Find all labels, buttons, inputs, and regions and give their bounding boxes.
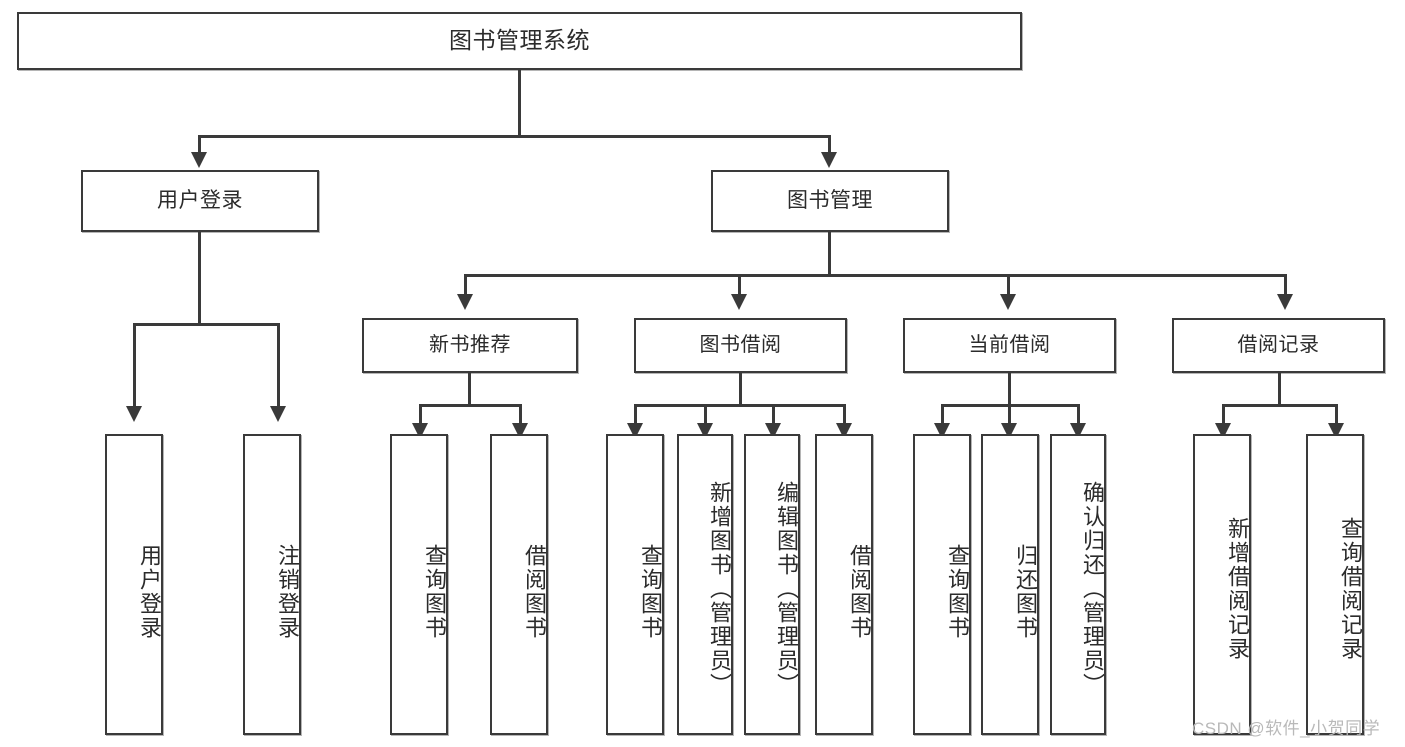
connector-to-new-book-rec: [464, 274, 467, 296]
node-label: 注销登录: [275, 543, 300, 640]
node-user-login[interactable]: 用户登录: [81, 170, 319, 232]
node-label: 新书推荐: [429, 334, 511, 357]
leaf-confirm-return[interactable]: 确认归还（管理员）: [1050, 434, 1106, 735]
node-label: 借阅图书: [847, 543, 872, 640]
node-label: 查询图书: [945, 543, 970, 640]
node-label: 当前借阅: [968, 334, 1051, 357]
node-label: 新增借阅记录: [1225, 516, 1250, 661]
connector-to-leaf-edit-book: [772, 404, 775, 426]
connector-root-bus: [198, 135, 831, 138]
connector-to-book-borrow: [738, 274, 741, 296]
connector-current-borrow-stem: [1008, 373, 1011, 406]
node-label: 查询图书: [638, 543, 663, 640]
connector-borrow-record-bus: [1222, 404, 1338, 407]
node-borrow-record[interactable]: 借阅记录: [1172, 318, 1385, 373]
connector-to-leaf-query-book-1: [419, 404, 422, 426]
node-label: 编辑图书（管理员）: [774, 480, 799, 697]
leaf-borrow-book-2[interactable]: 借阅图书: [815, 434, 873, 735]
csdn-watermark: CSDN @软件_小贺同学: [1192, 719, 1381, 738]
leaf-query-book-1[interactable]: 查询图书: [390, 434, 448, 735]
connector-to-leaf-add-record: [1222, 404, 1225, 426]
node-label: 用户登录: [157, 189, 243, 213]
node-label: 图书管理系统: [449, 27, 590, 54]
leaf-add-book[interactable]: 新增图书（管理员）: [677, 434, 733, 735]
arrow-to-current-borrow: [1000, 294, 1016, 310]
arrow-to-leaf-user-login: [126, 406, 142, 422]
connector-to-leaf-return-book: [1008, 404, 1011, 426]
leaf-logout[interactable]: 注销登录: [243, 434, 301, 735]
node-label: 借阅记录: [1237, 334, 1320, 357]
connector-to-borrow-record: [1284, 274, 1287, 296]
connector-root-to-book-manage: [828, 135, 831, 154]
connector-to-leaf-query-record: [1335, 404, 1338, 426]
connector-borrow-record-stem: [1278, 373, 1281, 406]
leaf-borrow-book-1[interactable]: 借阅图书: [490, 434, 548, 735]
connector-book-manage-stem: [828, 232, 831, 276]
connector-to-leaf-borrow-book-2: [843, 404, 846, 426]
arrow-to-book-manage: [821, 152, 837, 168]
node-label: 图书借阅: [699, 334, 782, 357]
node-label: 用户登录: [137, 543, 162, 640]
connector-to-leaf-query-book-2: [634, 404, 637, 426]
leaf-edit-book[interactable]: 编辑图书（管理员）: [744, 434, 800, 735]
leaf-query-record[interactable]: 查询借阅记录: [1306, 434, 1364, 735]
node-current-borrow[interactable]: 当前借阅: [903, 318, 1116, 373]
connector-new-book-rec-stem: [468, 373, 471, 406]
leaf-user-login[interactable]: 用户登录: [105, 434, 163, 735]
node-label: 归还图书: [1013, 543, 1038, 640]
node-label: 新增图书（管理员）: [707, 480, 732, 697]
connector-to-leaf-user-login: [133, 323, 136, 408]
connector-user-login-stem: [198, 232, 201, 325]
connector-to-current-borrow: [1007, 274, 1010, 296]
node-book-management[interactable]: 图书管理: [711, 170, 949, 232]
connector-user-login-bus: [133, 323, 280, 326]
leaf-add-record[interactable]: 新增借阅记录: [1193, 434, 1251, 735]
connector-book-borrow-stem: [739, 373, 742, 406]
leaf-query-book-2[interactable]: 查询图书: [606, 434, 664, 735]
connector-to-leaf-query-book-3: [941, 404, 944, 426]
node-label: 确认归还（管理员）: [1080, 480, 1105, 697]
connector-new-book-rec-bus: [419, 404, 522, 407]
node-label: 借阅图书: [522, 543, 547, 640]
node-new-book-recommend[interactable]: 新书推荐: [362, 318, 578, 373]
connector-to-leaf-borrow-book-1: [519, 404, 522, 426]
node-label: 查询借阅记录: [1338, 516, 1363, 661]
connector-to-leaf-add-book: [704, 404, 707, 426]
arrow-to-new-book-rec: [457, 294, 473, 310]
connector-root-to-user-login: [198, 135, 201, 154]
arrow-to-book-borrow: [731, 294, 747, 310]
arrow-to-user-login: [191, 152, 207, 168]
leaf-return-book[interactable]: 归还图书: [981, 434, 1039, 735]
node-label: 图书管理: [787, 189, 873, 213]
node-book-borrow[interactable]: 图书借阅: [634, 318, 847, 373]
connector-root-stem: [518, 70, 521, 137]
connector-to-leaf-logout: [277, 323, 280, 408]
connector-level3-bus: [464, 274, 1287, 277]
node-root-book-management-system[interactable]: 图书管理系统: [17, 12, 1022, 70]
leaf-query-book-3[interactable]: 查询图书: [913, 434, 971, 735]
connector-to-leaf-confirm-return: [1077, 404, 1080, 426]
arrow-to-leaf-logout: [270, 406, 286, 422]
connector-book-borrow-bus: [634, 404, 846, 407]
node-label: 查询图书: [422, 543, 447, 640]
arrow-to-borrow-record: [1277, 294, 1293, 310]
